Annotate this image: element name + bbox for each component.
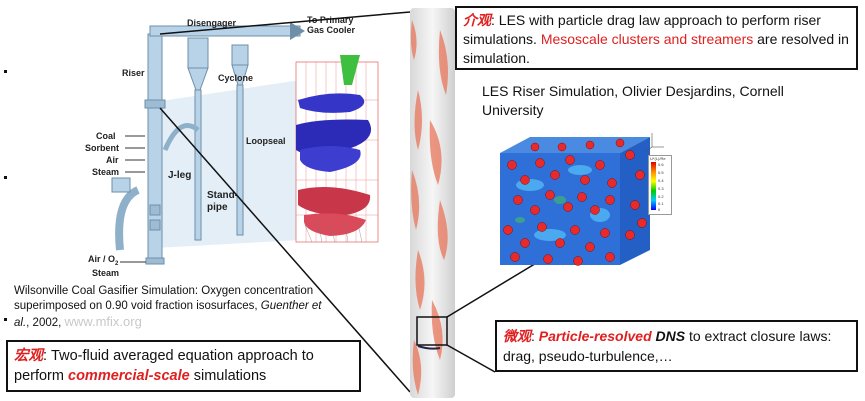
les-caption: LES Riser Simulation, Olivier Desjardins…	[482, 83, 784, 118]
micro-scale-box: 微观: Particle-resolved DNS to extract clo…	[495, 320, 858, 372]
slide-bullet-1	[4, 70, 7, 73]
label-riser: Riser	[122, 68, 145, 78]
label-sorbent: Sorbent	[85, 143, 120, 153]
isosurface-simulation	[295, 55, 379, 243]
label-to-primary: To Primary	[307, 15, 354, 25]
label-loopseal: Loopseal	[246, 136, 286, 146]
meso-highlight: Mesoscale clusters and streamers	[540, 31, 754, 47]
micro-highlight-2: DNS	[655, 328, 686, 344]
cube-color-legend: U*(L)/Re 0.6 0.5 0.4 0.3 0.2 0.1 0	[648, 155, 672, 215]
label-gas-cooler: Gas Cooler	[307, 25, 356, 35]
red-isosurface-1	[298, 186, 371, 216]
label-cyclone: Cyclone	[218, 73, 254, 83]
label-standpipe-2: pipe	[207, 202, 228, 213]
cyclone-dipleg	[194, 89, 202, 241]
legend-colorbar	[651, 162, 656, 210]
macro-tag: 宏观	[14, 348, 43, 364]
meso-tag: 介观	[463, 12, 491, 28]
connector-bottom	[159, 107, 411, 393]
standpipe	[236, 84, 244, 236]
green-plume	[340, 55, 360, 85]
particles	[503, 138, 647, 266]
zoom-region	[416, 316, 448, 346]
gasifier-schematic: Disengager To Primary Gas Cooler Riser C…	[0, 0, 400, 290]
label-air-o2: Air / O2	[88, 254, 119, 267]
connector-top	[159, 11, 411, 35]
bottom-inlet	[145, 257, 165, 265]
valve-2	[149, 219, 161, 231]
slide-bullet-2	[4, 176, 7, 179]
connector-micro-2	[446, 344, 496, 373]
riser-streamers	[410, 20, 448, 395]
label-air: Air	[106, 155, 119, 165]
macro-highlight: commercial-scale	[68, 368, 190, 384]
blue-isosurface-3	[300, 146, 361, 172]
label-steam-bottom: Steam	[92, 268, 120, 278]
micro-tag: 微观	[503, 328, 531, 344]
blue-isosurface-2	[296, 119, 372, 155]
loopseal-pipe	[162, 123, 200, 152]
projection-shade	[155, 80, 300, 248]
particle-cluster-mark	[417, 345, 441, 350]
label-jleg: J-leg	[168, 170, 192, 181]
valve-1	[149, 204, 161, 216]
gasifier-caption: Wilsonville Coal Gasifier Simulation: Ox…	[14, 285, 322, 329]
label-coal: Coal	[96, 131, 116, 141]
riser-flange	[144, 99, 166, 109]
micro-highlight-1: Particle-resolved	[538, 328, 656, 344]
macro-scale-box: 宏观: Two-fluid averaged equation approach…	[6, 340, 361, 392]
particle-dns-cube: U*(L)/Re 0.6 0.5 0.4 0.3 0.2 0.1 0	[490, 125, 680, 275]
gasifier-drawing	[111, 22, 379, 265]
blue-isosurface-1	[298, 93, 365, 113]
axis-triad	[644, 133, 664, 153]
label-disengager: Disengager	[187, 18, 237, 28]
connector-micro-1	[446, 261, 539, 318]
label-steam: Steam	[92, 167, 120, 177]
grey-streaks	[304, 221, 363, 243]
jleg-pipe	[115, 186, 140, 251]
outlet-arrow	[290, 22, 305, 40]
cube-drawing	[500, 133, 664, 266]
slide-bullet-3	[4, 318, 7, 321]
mfix-watermark: www.mfix.org	[64, 314, 142, 329]
jleg-box	[111, 177, 131, 193]
label-standpipe-1: Stand-	[207, 190, 239, 201]
meso-scale-box: 介观: LES with particle drag law approach …	[455, 6, 858, 70]
